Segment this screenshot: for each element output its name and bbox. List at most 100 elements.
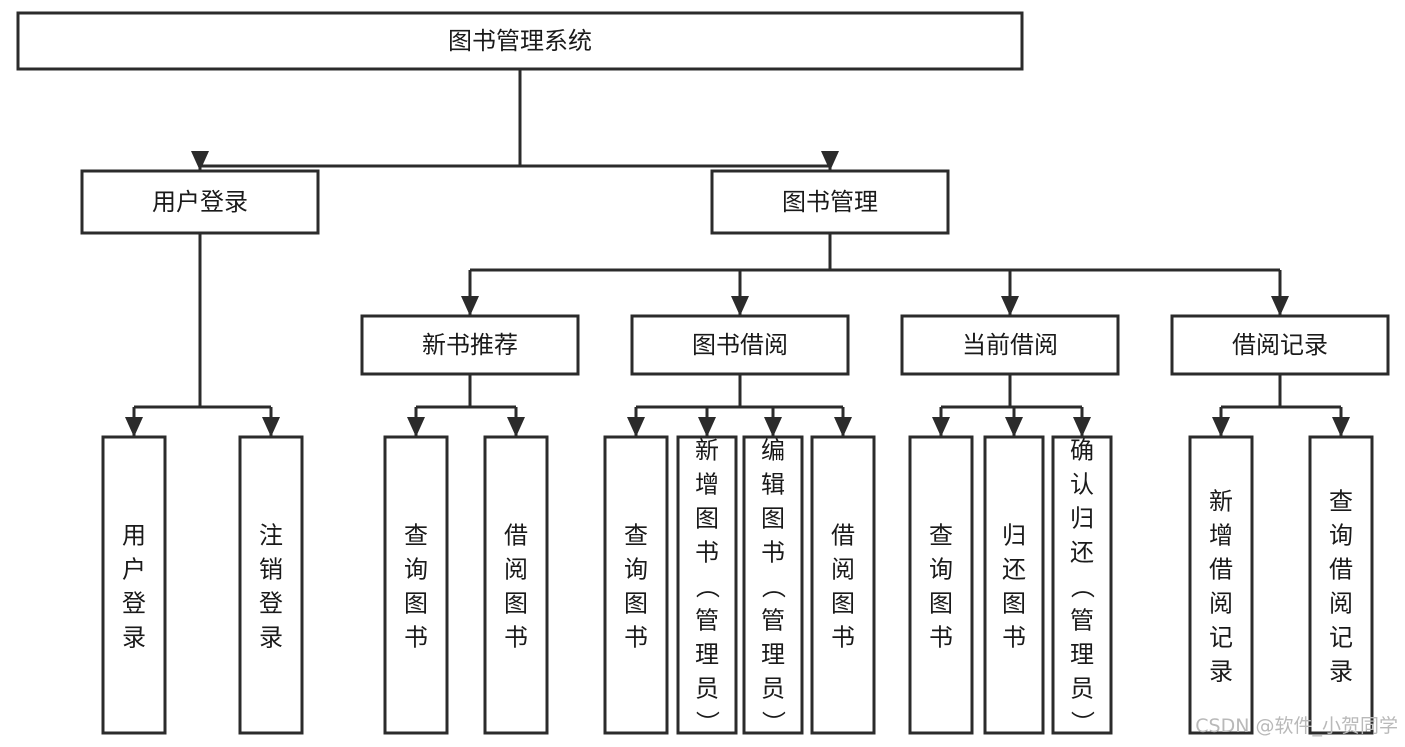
- node-box-leaf-user-logout[interactable]: [238, 435, 304, 735]
- node-label-leaf-query-book-borrow-char-2: 图: [624, 590, 648, 618]
- node-label-leaf-return-book-char-2: 图: [1002, 590, 1026, 618]
- node-borrow-records[interactable]: 借阅记录: [1170, 314, 1390, 376]
- node-box-leaf-confirm-return[interactable]: [1051, 435, 1113, 735]
- node-label-leaf-query-book-cur-char-2: 图: [929, 590, 953, 618]
- node-label-leaf-edit-book-char-4: （: [759, 575, 787, 599]
- csdn-watermark: CSDN @软件_小贺同学: [1195, 715, 1398, 737]
- arrow-head-icon: [191, 151, 209, 171]
- node-box-book-manage[interactable]: [710, 169, 950, 235]
- node-label-leaf-borrow-book-rec-char-3: 书: [504, 624, 528, 652]
- node-box-leaf-borrow-book[interactable]: [810, 435, 876, 735]
- node-label-leaf-edit-book-char-7: 员: [761, 675, 785, 703]
- arrow-head-icon: [731, 296, 749, 316]
- node-label-leaf-query-book-borrow-char-3: 书: [624, 624, 648, 652]
- node-box-root[interactable]: [16, 11, 1024, 71]
- node-leaf-user-login[interactable]: 用户登录: [101, 435, 167, 735]
- node-label-leaf-user-login-char-1: 户: [122, 556, 146, 584]
- arrow-head-icon: [461, 296, 479, 316]
- node-label-leaf-add-book-char-5: 管: [695, 607, 719, 635]
- arrow-head-icon: [1073, 417, 1091, 437]
- node-box-new-book-recommend[interactable]: [360, 314, 580, 376]
- node-label-user-login: 用户登录: [152, 188, 248, 216]
- node-box-leaf-edit-book[interactable]: [742, 435, 804, 735]
- node-label-leaf-return-book-char-0: 归: [1002, 522, 1026, 550]
- node-label-leaf-query-book-cur-char-0: 查: [929, 522, 953, 550]
- node-label-leaf-add-book-char-8: ）: [693, 711, 721, 735]
- arrow-head-icon: [627, 417, 645, 437]
- node-box-leaf-query-book-borrow[interactable]: [603, 435, 669, 735]
- node-label-leaf-add-record-char-5: 录: [1209, 658, 1233, 686]
- node-label-leaf-confirm-return-char-6: 理: [1070, 641, 1094, 669]
- node-label-leaf-borrow-book-rec-char-2: 图: [504, 590, 528, 618]
- node-box-current-borrow[interactable]: [900, 314, 1120, 376]
- node-label-leaf-edit-book-char-1: 辑: [761, 471, 785, 499]
- arrow-head-icon: [764, 417, 782, 437]
- node-label-borrow-records: 借阅记录: [1232, 331, 1328, 359]
- node-label-book-manage: 图书管理: [782, 188, 878, 216]
- node-label-leaf-confirm-return-char-8: ）: [1068, 711, 1096, 735]
- arrow-head-icon: [262, 417, 280, 437]
- arrow-head-icon: [821, 151, 839, 171]
- node-label-leaf-query-record-char-1: 询: [1329, 522, 1353, 550]
- node-box-leaf-query-record[interactable]: [1308, 435, 1374, 735]
- node-current-borrow[interactable]: 当前借阅: [900, 314, 1120, 376]
- node-box-borrow-records[interactable]: [1170, 314, 1390, 376]
- node-label-leaf-query-book-rec-char-1: 询: [404, 556, 428, 584]
- node-label-leaf-borrow-book-char-0: 借: [831, 522, 855, 550]
- node-box-user-login[interactable]: [80, 169, 320, 235]
- node-box-leaf-add-book[interactable]: [676, 435, 738, 735]
- node-label-leaf-query-book-borrow-char-0: 查: [624, 522, 648, 550]
- node-label-leaf-add-book-char-1: 增: [695, 471, 719, 499]
- node-root[interactable]: 图书管理系统: [16, 11, 1024, 71]
- node-new-book-recommend[interactable]: 新书推荐: [360, 314, 580, 376]
- node-label-leaf-query-record-char-4: 记: [1329, 624, 1353, 652]
- node-box-leaf-borrow-book-rec[interactable]: [483, 435, 549, 735]
- node-user-login[interactable]: 用户登录: [80, 169, 320, 235]
- node-label-leaf-add-record-char-4: 记: [1209, 624, 1233, 652]
- node-label-leaf-confirm-return-char-7: 员: [1070, 675, 1094, 703]
- arrow-head-icon: [125, 417, 143, 437]
- node-label-leaf-confirm-return-char-3: 还: [1070, 539, 1094, 567]
- node-label-leaf-confirm-return-char-4: （: [1068, 575, 1096, 599]
- arrow-head-icon: [1332, 417, 1350, 437]
- node-label-leaf-add-record-char-1: 增: [1209, 522, 1233, 550]
- node-label-leaf-add-book-char-6: 理: [695, 641, 719, 669]
- node-book-borrow[interactable]: 图书借阅: [630, 314, 850, 376]
- node-book-manage[interactable]: 图书管理: [710, 169, 950, 235]
- node-box-leaf-user-login[interactable]: [101, 435, 167, 735]
- node-label-leaf-borrow-book-char-3: 书: [831, 624, 855, 652]
- node-label-leaf-confirm-return-char-1: 认: [1070, 471, 1094, 499]
- arrow-head-icon: [834, 417, 852, 437]
- node-label-leaf-add-record-char-3: 阅: [1209, 590, 1233, 618]
- node-label-leaf-edit-book-char-5: 管: [761, 607, 785, 635]
- node-box-book-borrow[interactable]: [630, 314, 850, 376]
- node-label-leaf-edit-book-char-6: 理: [761, 641, 785, 669]
- node-box-leaf-query-book-rec[interactable]: [383, 435, 449, 735]
- node-box-leaf-add-record[interactable]: [1188, 435, 1254, 735]
- node-box-leaf-return-book[interactable]: [983, 435, 1045, 735]
- node-label-leaf-user-login-char-0: 用: [122, 522, 146, 550]
- connector-edges: [125, 69, 1350, 437]
- node-label-leaf-add-record-char-2: 借: [1209, 556, 1233, 584]
- node-box-leaf-query-book-cur[interactable]: [908, 435, 974, 735]
- arrow-head-icon: [1271, 296, 1289, 316]
- node-label-leaf-query-record-char-3: 阅: [1329, 590, 1353, 618]
- node-label-leaf-query-book-cur-char-1: 询: [929, 556, 953, 584]
- node-label-leaf-user-logout-char-0: 注: [259, 522, 283, 550]
- node-label-book-borrow: 图书借阅: [692, 331, 788, 359]
- node-label-leaf-user-login-char-3: 录: [122, 624, 146, 652]
- node-label-leaf-confirm-return-char-2: 归: [1070, 505, 1094, 533]
